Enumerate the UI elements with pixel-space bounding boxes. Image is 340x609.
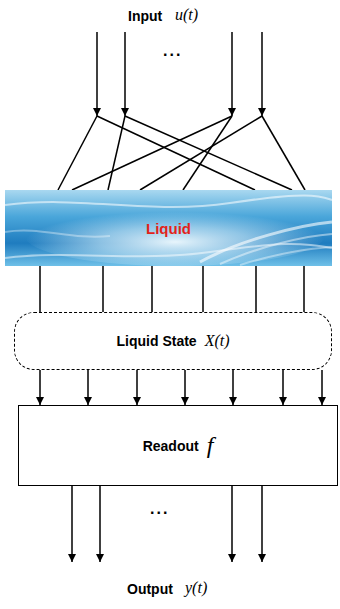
- liquid-band: Liquid: [5, 190, 332, 266]
- readout-arrow: [232, 370, 234, 405]
- node-symbol: f: [207, 432, 214, 459]
- ellipsis: ...: [163, 42, 182, 60]
- readout-box: Readout f: [18, 405, 338, 486]
- readout-arrow: [39, 370, 41, 405]
- readout-arrow: [87, 370, 89, 405]
- state-line: [255, 266, 257, 312]
- readout-arrow: [184, 370, 186, 405]
- state-line: [151, 266, 153, 312]
- node-title: Liquid: [146, 220, 191, 237]
- state-line: [102, 266, 104, 312]
- state-line: [202, 266, 204, 312]
- state-line: [39, 266, 41, 312]
- signal-name: u(t): [175, 6, 198, 24]
- output-arrows: [72, 486, 262, 562]
- input-arrows: [97, 32, 262, 116]
- node-title: Readout: [143, 438, 199, 454]
- input-connections: [58, 116, 305, 190]
- state-line: [303, 266, 305, 312]
- liquid-image: [5, 190, 332, 266]
- node-title: Liquid State: [117, 333, 197, 349]
- signal-name: y(t): [185, 579, 207, 597]
- liquid-state-box: Liquid State X(t): [14, 312, 332, 370]
- readout-arrow: [136, 370, 138, 405]
- output-label: Output: [127, 581, 173, 597]
- node-symbol: X(t): [205, 332, 230, 350]
- readout-arrow: [282, 370, 284, 405]
- input-label: Input: [128, 8, 162, 24]
- readout-arrow: [321, 370, 323, 405]
- ellipsis: ...: [150, 500, 169, 518]
